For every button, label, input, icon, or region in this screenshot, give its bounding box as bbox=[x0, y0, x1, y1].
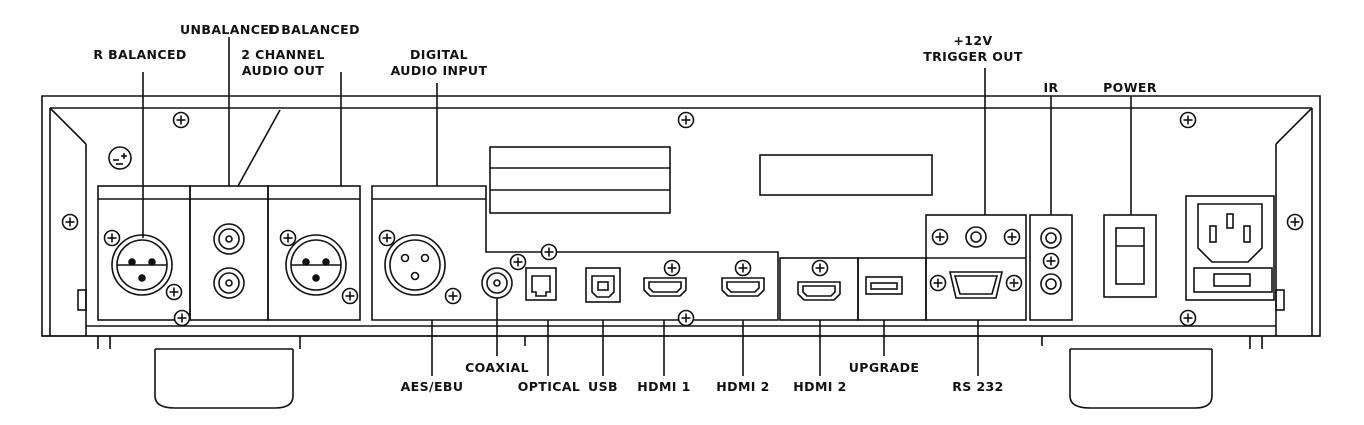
ir-jacks bbox=[1040, 227, 1062, 295]
power-inlet bbox=[1185, 195, 1275, 301]
two-channel-label: 2 CHANNEL AUDIO OUT bbox=[241, 47, 325, 78]
optical-label: OPTICAL bbox=[517, 379, 581, 394]
unbalanced-label: UNBALANCED bbox=[179, 22, 281, 37]
usb-label: USB bbox=[588, 379, 618, 394]
power-label: POWER bbox=[1103, 80, 1157, 95]
hdmi2-b-connector bbox=[797, 281, 841, 301]
trigger-out-label: +12V TRIGGER OUT bbox=[923, 33, 1023, 64]
ir-label: IR bbox=[1043, 80, 1059, 95]
hdmi2-a-connector bbox=[721, 277, 765, 297]
hdmi1-label: HDMI 1 bbox=[637, 379, 691, 394]
upgrade-label: UPGRADE bbox=[848, 360, 920, 375]
right-foot bbox=[1069, 349, 1213, 409]
xlr-r-connector bbox=[111, 234, 173, 296]
upgrade-usb-connector bbox=[865, 276, 903, 295]
rs232-label: RS 232 bbox=[952, 379, 1004, 394]
aes-ebu-connector bbox=[384, 234, 446, 296]
coaxial-label: COAXIAL bbox=[465, 360, 529, 375]
hdmi2-a-label: HDMI 2 bbox=[716, 379, 770, 394]
usb-connector bbox=[585, 267, 621, 303]
l-balanced-panel bbox=[267, 185, 361, 321]
rs232-connector bbox=[948, 271, 1004, 299]
chassis-outline bbox=[41, 95, 1321, 337]
xlr-l-connector bbox=[285, 234, 347, 296]
unbalanced-panel bbox=[189, 185, 269, 321]
left-foot bbox=[154, 349, 294, 409]
trigger-jack bbox=[965, 226, 987, 248]
hdmi2-b-label: HDMI 2 bbox=[793, 379, 847, 394]
optical-connector bbox=[525, 267, 557, 301]
coaxial-connector bbox=[481, 267, 513, 299]
ground-symbol bbox=[108, 146, 132, 170]
power-switch bbox=[1103, 214, 1157, 298]
r-balanced-label: R BALANCED bbox=[93, 47, 187, 62]
l-balanced-label: L BALANCED bbox=[268, 22, 360, 37]
digital-audio-input-label: DIGITAL AUDIO INPUT bbox=[390, 47, 488, 78]
rca-r-connector bbox=[213, 223, 245, 255]
digital-input-panel bbox=[371, 185, 779, 321]
aes-ebu-label: AES/EBU bbox=[400, 379, 464, 394]
rca-l-connector bbox=[213, 267, 245, 299]
hdmi1-connector bbox=[643, 277, 687, 297]
